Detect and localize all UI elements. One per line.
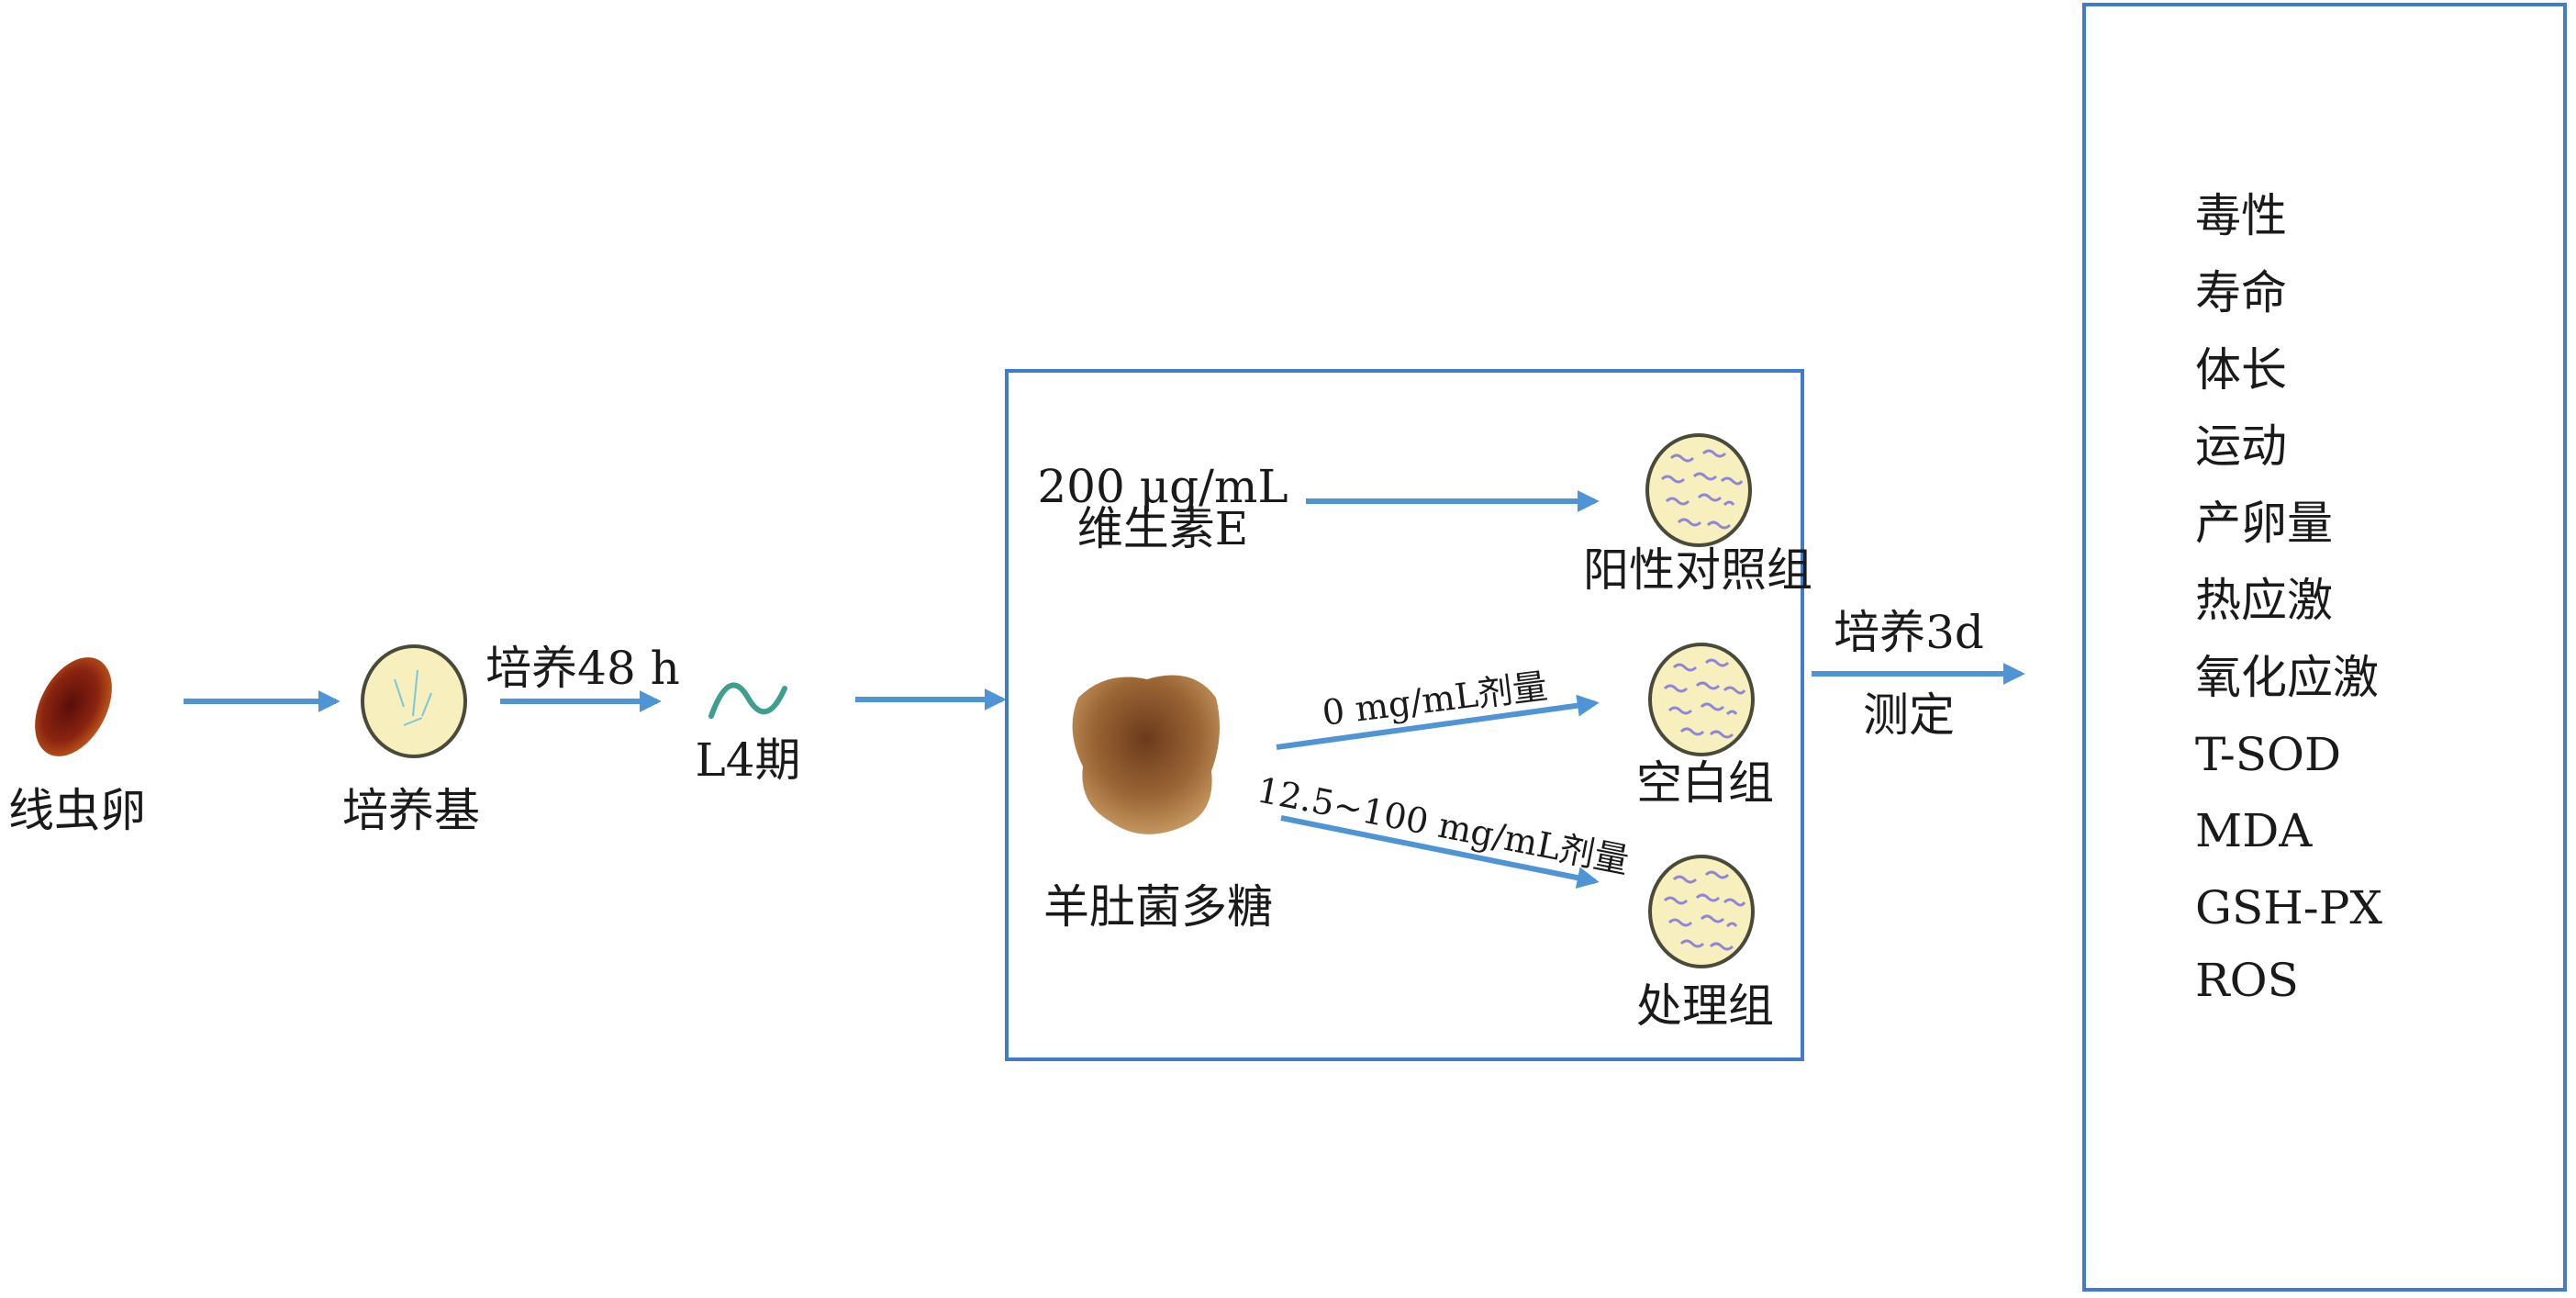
measure-label: 测定 <box>1863 688 1955 742</box>
positive-control-group-label: 阳性对照组 <box>1583 543 1812 597</box>
measurement-item: 产卵量 <box>2195 497 2333 550</box>
positive-control-plate-icon <box>1645 433 1752 547</box>
medium-label: 培养基 <box>342 784 480 837</box>
measurement-item: 热应激 <box>2195 574 2333 627</box>
arrow-to-treatment-group <box>1280 815 1600 889</box>
measurement-item: 氧化应激 <box>2195 651 2379 704</box>
measurements-list: 毒性 寿命 体长 运动 产卵量 热应激 氧化应激 T-SOD MDA GSH-P… <box>2195 189 2382 1007</box>
culture-48h-label: 培养48 h <box>485 642 680 695</box>
blank-group-plate-icon <box>1648 643 1755 756</box>
vitamin-e-label: 维生素E <box>1077 502 1249 555</box>
morel-polysaccharide-powder-image <box>1072 675 1220 834</box>
arrow-to-blank-group <box>1276 694 1600 750</box>
measurement-item: MDA <box>2195 804 2313 857</box>
treatment-group-label: 处理组 <box>1636 979 1774 1033</box>
nematode-egg-image <box>35 657 112 756</box>
measurement-item: 运动 <box>2195 420 2287 473</box>
culture-medium-plate-icon <box>361 644 467 758</box>
l4-worm-icon <box>708 682 787 719</box>
measurement-item: 体长 <box>2195 343 2287 397</box>
measurement-item: 毒性 <box>2195 189 2287 242</box>
vitamin-e-dose: 200 μg/mL <box>1037 460 1288 513</box>
polysaccharide-label: 羊肚菌多糖 <box>1043 880 1273 934</box>
measurements-box <box>2082 3 2567 1292</box>
culture-3d-label: 培养3d <box>1834 606 1984 659</box>
egg-label: 线虫卵 <box>8 784 146 837</box>
measurement-item: GSH-PX <box>2195 881 2382 934</box>
measurement-item: ROS <box>2195 954 2299 1007</box>
l4-label: L4期 <box>695 733 800 787</box>
measurement-item: 寿命 <box>2195 266 2287 319</box>
treatment-group-plate-icon <box>1648 855 1755 968</box>
blank-group-label: 空白组 <box>1636 756 1774 810</box>
measurement-item: T-SOD <box>2195 728 2341 781</box>
treatment-groups-box <box>1005 369 1804 1061</box>
